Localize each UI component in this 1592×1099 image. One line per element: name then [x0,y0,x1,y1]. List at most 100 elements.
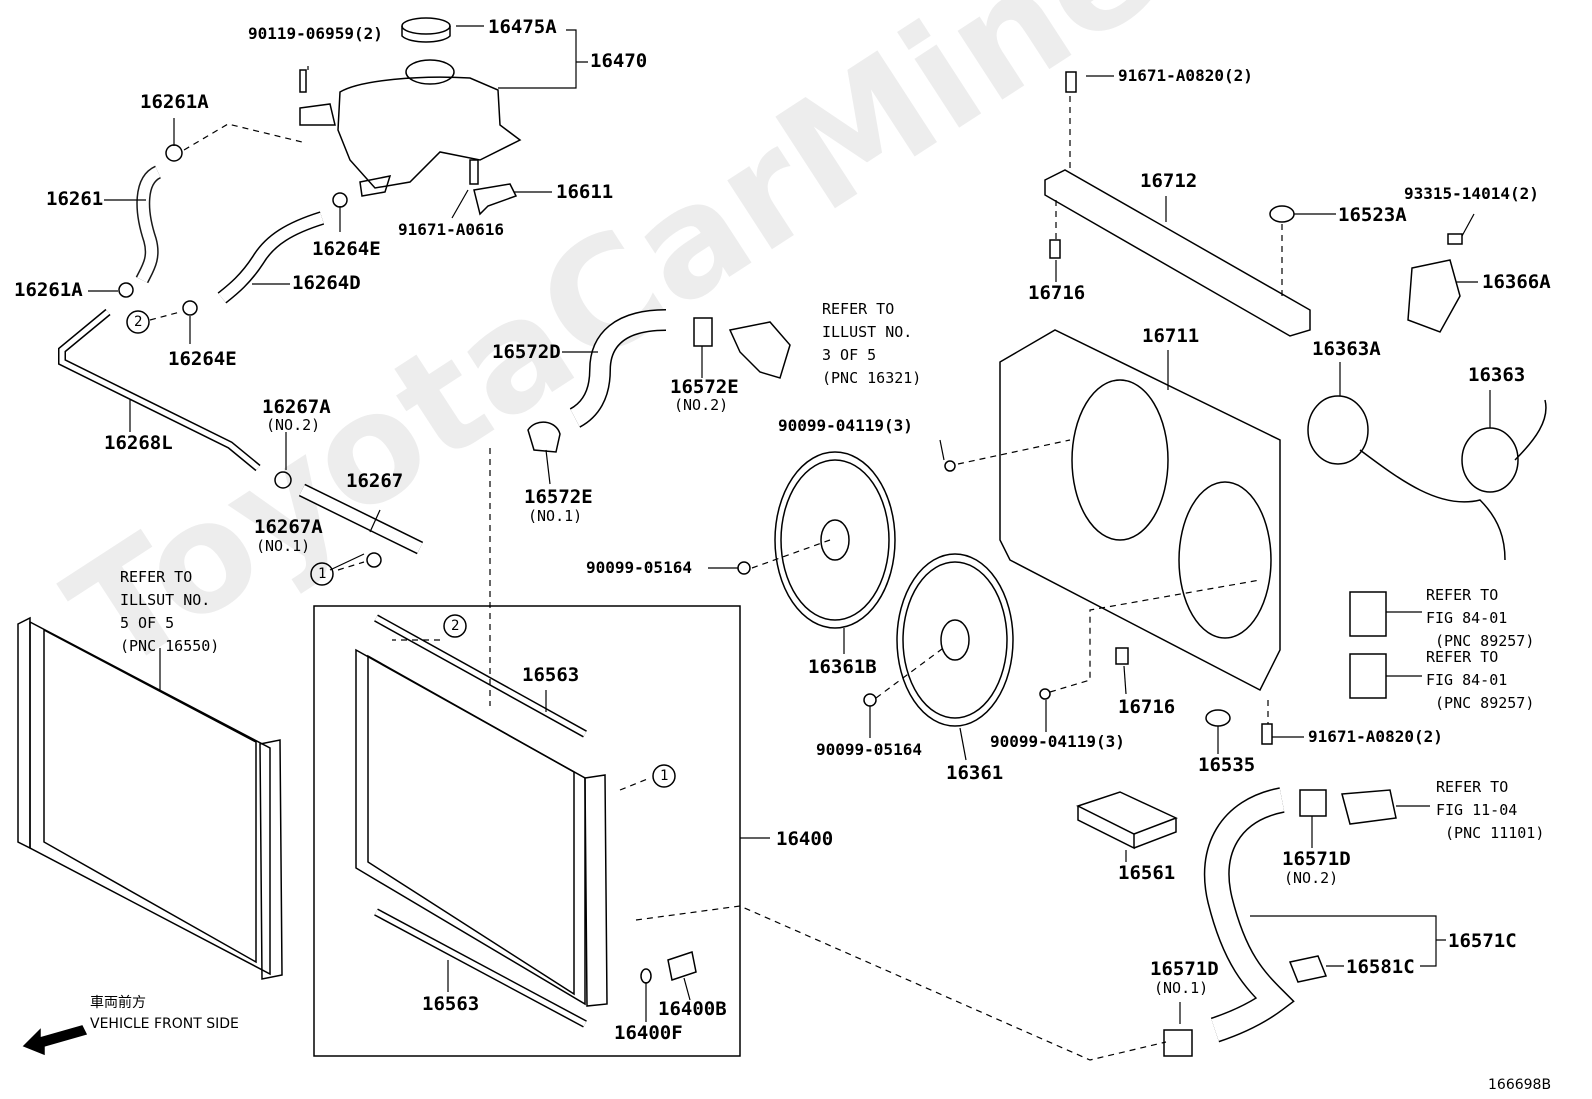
label-16361B: 16361B [808,656,877,678]
label-16711: 16711 [1142,325,1200,347]
label-16712: 16712 [1140,170,1198,192]
relay-89257-a [1349,591,1387,637]
label-90099-04119-bot: 90099-04119(3) [990,732,1125,751]
label-16523A: 16523A [1338,204,1407,226]
radiator-core [355,648,608,1007]
label-16581C: 16581C [1346,956,1415,978]
clip-16716-top [1049,239,1061,259]
vehicle-front-jp: 車両前方 [90,995,146,1011]
drain-plug-16400B [667,951,697,981]
label-16563-bot: 16563 [422,993,480,1015]
nut-90099-05164-left [737,561,751,575]
label-16268L: 16268L [104,432,173,454]
motor-16363A [1307,395,1506,561]
label-16572E-top: 16572E [670,376,739,398]
label-90099-05164-bot: 90099-05164 [816,740,922,759]
label-16264E-top: 16264E [312,238,381,260]
bolt-90099-04119-bot [1039,688,1051,700]
label-16571D-top-sub: (NO.2) [1284,869,1339,887]
ref-pnc-16550: REFER TO ILLSUT NO. 5 OF 5 (PNC 16550) [120,568,220,655]
callout-1-left-label: 1 [318,566,327,582]
diagram-code: 166698B [1488,1077,1552,1093]
label-16572E-bot: 16572E [524,486,593,508]
label-16561: 16561 [1118,862,1176,884]
label-16363: 16363 [1468,364,1526,386]
label-16572E-top-sub: (NO.2) [674,396,729,414]
ref-pnc-16321: REFER TO ILLUST NO. 3 OF 5 (PNC 16321) [822,300,922,387]
clamp-16264E-bot [182,300,198,316]
label-93315-14014: 93315-14014(2) [1404,184,1539,203]
ref-pnc-89257-b: REFER TO FIG 84-01 (PNC 89257) [1426,648,1535,712]
clip-16716-bot [1115,647,1129,665]
label-16261A-top: 16261A [140,91,209,113]
cushion-16523A [1269,205,1295,223]
label-16535: 16535 [1198,754,1256,776]
fan-16361B [774,451,896,629]
label-16563-top: 16563 [522,664,580,686]
clamp-16261A-bot [118,282,134,298]
label-16264E-bot: 16264E [168,348,237,370]
label-91671-A0820-top: 91671-A0820(2) [1118,66,1253,85]
reservoir-tank [299,59,522,197]
callout-circles [126,310,676,788]
bolt-90099-04119-top [944,460,956,472]
pipe-11101 [1341,789,1397,825]
label-91671-A0616: 91671-A0616 [398,220,504,239]
label-16400: 16400 [776,828,834,850]
vehicle-front-arrow [22,1025,88,1056]
callout-2-left-label: 2 [134,314,143,330]
clamp-16571D-bot [1163,1029,1193,1057]
vehicle-front-note: 車両前方 VEHICLE FRONT SIDE [90,993,239,1035]
label-16571C: 16571C [1448,930,1517,952]
fan-shroud-16711 [999,329,1281,692]
label-16572E-bot-sub: (NO.1) [528,507,583,525]
label-16470: 16470 [590,50,648,72]
label-90119-06959: 90119-06959(2) [248,24,383,43]
clamp-16572E-top [693,317,713,347]
relay-89257-b [1349,653,1387,699]
label-16267A-bot-sub: (NO.1) [256,537,311,555]
label-16267A-top: 16267A [262,396,331,418]
clamp-16264E-top [332,192,348,208]
callout-2-rad-label: 2 [451,618,460,634]
label-16267A-top-sub: (NO.2) [266,416,321,434]
label-91671-A0820-bot: 91671-A0820(2) [1308,727,1443,746]
label-16571D-top: 16571D [1282,848,1351,870]
label-16363A: 16363A [1312,338,1381,360]
bolt-90119 [299,69,307,93]
water-outlet [728,321,791,379]
label-16716-bot: 16716 [1118,696,1176,718]
callout-2-left [126,310,150,334]
bracket-16366A [1407,259,1461,333]
label-16475A: 16475A [488,16,557,38]
label-90099-04119-top: 90099-04119(3) [778,416,913,435]
label-16716-top: 16716 [1028,282,1086,304]
radiator-assembly-box [313,605,741,1057]
reservoir-cap [401,17,451,43]
bolt-91671-A0820-bot [1261,723,1273,745]
label-16264D: 16264D [292,272,361,294]
clamp-16267A-bot [366,552,382,568]
label-16611: 16611 [556,181,614,203]
label-16267A-bot: 16267A [254,516,323,538]
label-16400B: 16400B [658,998,727,1020]
clamp-16267A-top [274,471,292,489]
condenser [17,616,283,980]
label-90099-05164-left: 90099-05164 [586,558,692,577]
callout-2-rad [443,614,467,638]
bracket-16611 [473,183,518,216]
bolt-91671-A0616 [469,159,479,185]
label-16261A-bot: 16261A [14,279,83,301]
clip-16581C [1288,955,1328,983]
fan-16361 [896,553,1014,727]
dashed-lines [149,96,1283,1061]
callout-1-rad [652,764,676,788]
label-16571D-bot-sub: (NO.1) [1154,979,1209,997]
nut-90099-05164-bot [863,693,877,707]
label-16400F: 16400F [614,1022,683,1044]
o-ring-16400F [640,968,652,984]
callout-1-rad-label: 1 [660,768,669,784]
grommet-16535 [1205,709,1231,727]
bolt-93315 [1447,233,1463,245]
